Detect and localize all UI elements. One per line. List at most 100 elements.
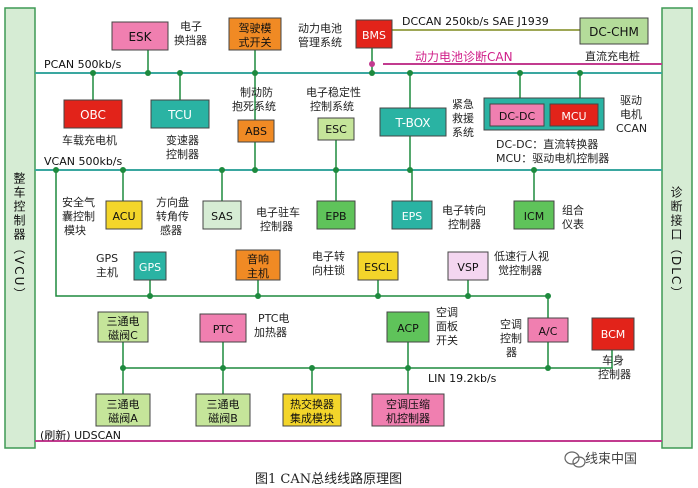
valve-b-box	[195, 393, 251, 427]
tbox-desc-3: 系统	[452, 126, 474, 139]
esc-desc-1: 电子稳定性	[306, 86, 361, 99]
esc-desc-2: 控制系统	[310, 100, 354, 113]
driving-mode-switch-text-2: 式开关	[239, 35, 272, 49]
bms-box	[355, 19, 393, 49]
acp-box	[386, 311, 430, 343]
esk-desc-1: 电子	[180, 20, 202, 33]
eps-desc-1: 电子转向	[442, 204, 486, 217]
abs-desc-1: 制动防	[240, 86, 273, 99]
eps-box	[391, 200, 433, 230]
heat-exchanger-box	[282, 393, 342, 427]
valve-c-text-2: 磁阀C	[108, 328, 138, 342]
epb-box	[316, 200, 356, 230]
ptc-box-text: PTC	[213, 323, 234, 336]
tbox-desc-1: 紧急	[452, 98, 474, 111]
esk-desc-2: 换挡器	[174, 34, 207, 47]
heat-exchanger-text-2: 集成模块	[290, 411, 334, 425]
sas-desc-3: 感器	[160, 224, 182, 237]
audio-host-text-1: 音响	[247, 252, 269, 266]
compressor-text-2: 机控制器	[386, 411, 430, 425]
vsp-desc-2: 觉控制器	[498, 264, 542, 277]
escl-box-text: ESCL	[364, 261, 393, 274]
vsp-box-text: VSP	[457, 261, 479, 274]
epb-desc-1: 电子驻车	[256, 206, 300, 219]
acu-desc-3: 模块	[64, 224, 86, 237]
valve-a-box	[95, 393, 151, 427]
dcdc-box	[489, 103, 545, 127]
ptc-desc-1: PTC电	[258, 312, 290, 325]
dcdc-box-text: DC-DC	[499, 110, 536, 123]
ac-box	[527, 317, 569, 343]
esc-box	[317, 117, 355, 141]
tbox-box	[379, 107, 447, 137]
escl-desc-1: 电子转	[312, 250, 345, 263]
compressor-box	[371, 393, 445, 427]
vcu-column	[4, 7, 36, 449]
pcan-label: PCAN 500kb/s	[44, 58, 122, 71]
icm-box	[513, 200, 555, 230]
ac-desc-1: 空调	[500, 318, 522, 331]
valve-c-text-1: 三通电	[107, 315, 140, 328]
sas-desc-1: 方向盘	[156, 196, 189, 209]
ac-box-text: A/C	[539, 325, 558, 338]
sas-box	[202, 200, 242, 230]
dc-chm-box	[579, 17, 649, 45]
audio-host-text-2: 主机	[247, 266, 269, 280]
compressor-text-1: 空调压缩	[386, 397, 430, 411]
sas-desc-2: 转角传	[156, 210, 189, 223]
bcm-desc-1: 车身	[602, 354, 624, 367]
epb-desc-2: 控制器	[260, 220, 293, 233]
heat-exchanger-text-1: 热交换器	[290, 397, 334, 411]
vsp-box	[447, 251, 489, 281]
tcu-desc-1: 变速器	[166, 134, 199, 147]
mcu-desc-1: 驱动	[620, 94, 642, 107]
dc-chm-box-text: DC-CHM	[589, 25, 639, 39]
driving-mode-switch-box	[228, 17, 282, 51]
ac-desc-3: 器	[506, 346, 517, 359]
eps-desc-2: 控制器	[448, 218, 481, 231]
bcm-box-text: BCM	[601, 328, 626, 341]
acp-box-text: ACP	[397, 322, 419, 335]
valve-a-text-2: 磁阀A	[108, 411, 138, 425]
eps-box-text: EPS	[402, 210, 423, 223]
acu-desc-2: 囊控制	[62, 210, 95, 223]
acu-box	[105, 200, 143, 230]
esk-box	[111, 21, 169, 51]
dccan-label: DCCAN 250kb/s SAE J1939	[402, 15, 549, 28]
watermark-text: 线束中国	[585, 452, 638, 467]
valve-b-text-2: 磁阀B	[208, 411, 238, 425]
epb-box-text: EPB	[325, 210, 346, 223]
abs-desc-2: 抱死系统	[232, 100, 276, 113]
gps-desc-2: 主机	[96, 266, 118, 279]
vcu-label: 整车控制器（VCU）	[12, 172, 26, 302]
lin-label: LIN 19.2kb/s	[428, 372, 497, 385]
vcan-label: VCAN 500kb/s	[44, 155, 123, 168]
bcm-desc-2: 控制器	[598, 368, 631, 381]
dcdc-note: DC-DC：直流转换器	[496, 138, 599, 151]
gps-box	[133, 251, 167, 281]
vsp-desc-1: 低速行人视	[494, 250, 549, 263]
acu-box-text: ACU	[112, 210, 135, 223]
mcu-box-text: MCU	[561, 110, 586, 123]
lin-bus	[123, 350, 613, 369]
gps-box-text: GPS	[139, 261, 161, 274]
valve-b-text-1: 三通电	[207, 398, 240, 411]
tcu-desc-2: 控制器	[166, 148, 199, 161]
esc-box-text: ESC	[325, 123, 347, 136]
mcu-desc-2: 电机	[620, 108, 642, 121]
mcu-desc-3: CCAN	[616, 122, 648, 135]
dc-chm-desc: 直流充电桩	[585, 50, 640, 63]
ptc-box	[199, 313, 247, 343]
ptc-desc-2: 加热器	[254, 326, 287, 339]
escl-desc-2: 向柱锁	[312, 264, 345, 277]
icm-desc-1: 组合	[562, 204, 584, 217]
esk-box-text: ESK	[128, 30, 152, 44]
tbox-box-text: T-BOX	[394, 116, 430, 130]
mcu-box	[549, 103, 599, 127]
escl-box	[357, 251, 399, 281]
valve-a-text-1: 三通电	[107, 398, 140, 411]
icm-box-text: ICM	[524, 210, 544, 223]
wechat-icon	[564, 451, 586, 468]
ac-desc-2: 控制	[500, 332, 522, 345]
